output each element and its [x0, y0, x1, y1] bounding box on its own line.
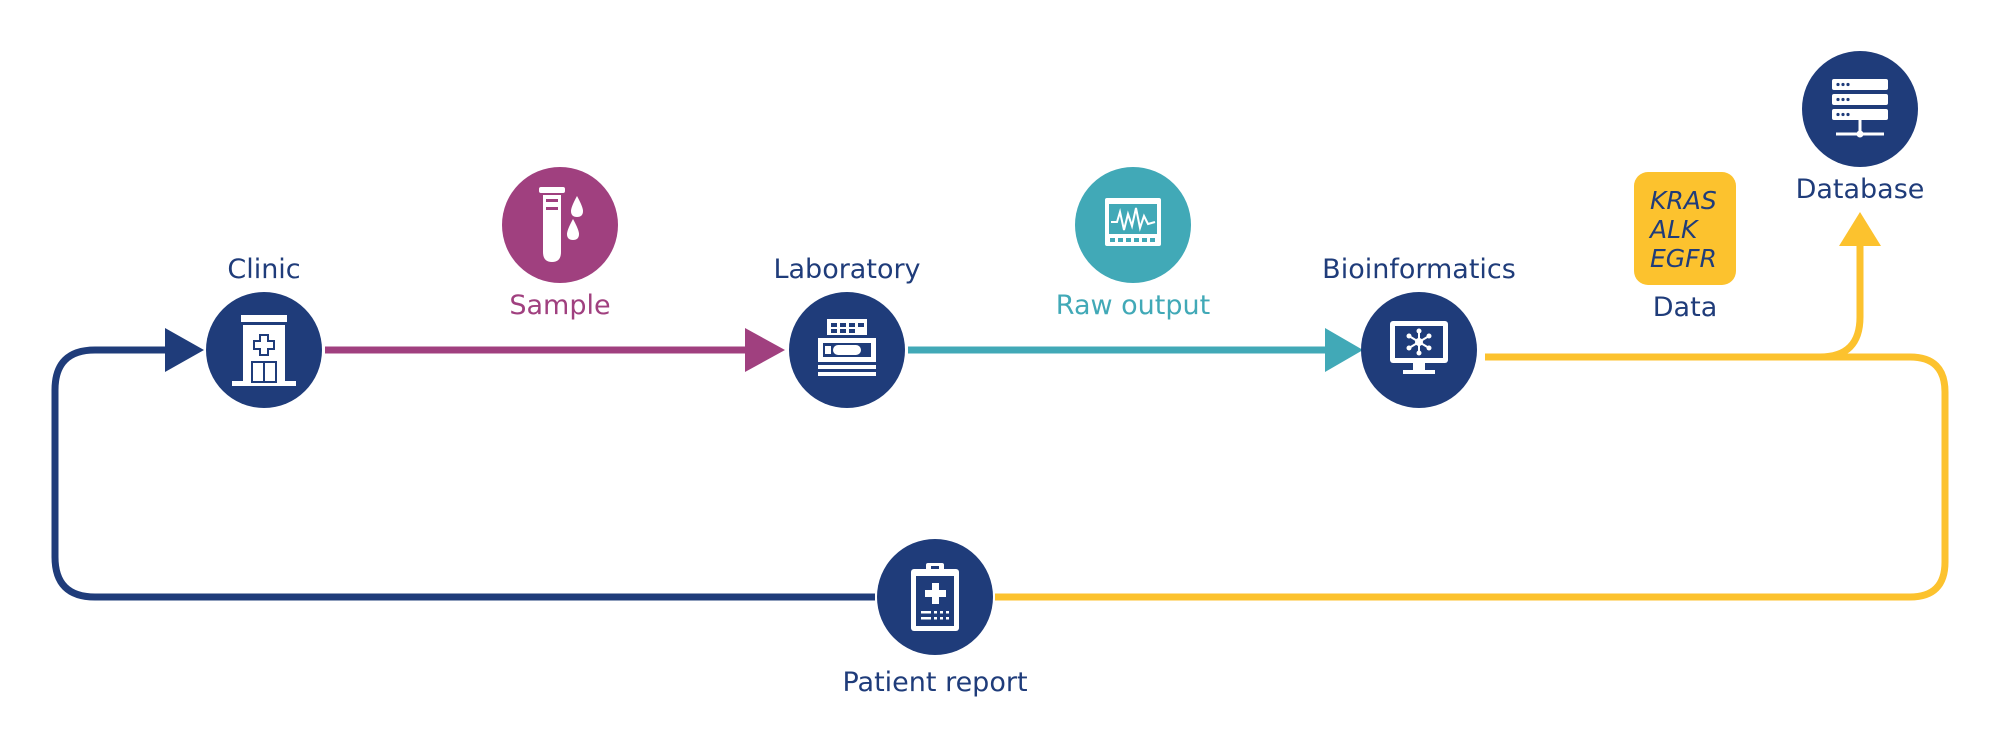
hospital-icon [232, 315, 296, 386]
sample-node [502, 167, 618, 283]
database-branch-line [1819, 240, 1864, 361]
database-node [1802, 51, 1918, 167]
sample-label: Sample [509, 290, 611, 321]
gene-item: EGFR [1650, 244, 1717, 273]
return-arrowhead [165, 328, 204, 372]
computer-network-icon [1390, 321, 1448, 374]
bioinformatics-node [1361, 292, 1477, 408]
data-label: Data [1652, 292, 1718, 323]
raw-output-arrowhead [1325, 328, 1363, 372]
sample-arrowhead [745, 328, 785, 372]
bioinformatics-label: Bioinformatics [1322, 254, 1516, 285]
database-label: Database [1795, 174, 1925, 205]
raw-output-node [1075, 167, 1191, 283]
clinic-node [206, 292, 322, 408]
test-tube-icon [539, 187, 583, 262]
gene-item: ALK [1650, 215, 1698, 244]
raw-output-label: Raw output [1055, 290, 1211, 321]
data-loop-line [995, 353, 1949, 601]
database-arrowhead [1839, 212, 1881, 246]
server-icon [1832, 79, 1888, 138]
monitor-graph-icon [1105, 198, 1161, 246]
laboratory-node [789, 292, 905, 408]
patient-report-node [877, 539, 993, 655]
gene-item: KRAS [1650, 186, 1717, 215]
laboratory-label: Laboratory [773, 254, 921, 285]
sequencer-icon [818, 319, 876, 376]
patient-report-label: Patient report [842, 667, 1028, 698]
clipboard-icon [911, 563, 959, 631]
gene-list-badge: KRAS ALK EGFR [1634, 172, 1736, 285]
return-line [51, 346, 875, 601]
clinic-label: Clinic [227, 254, 301, 285]
